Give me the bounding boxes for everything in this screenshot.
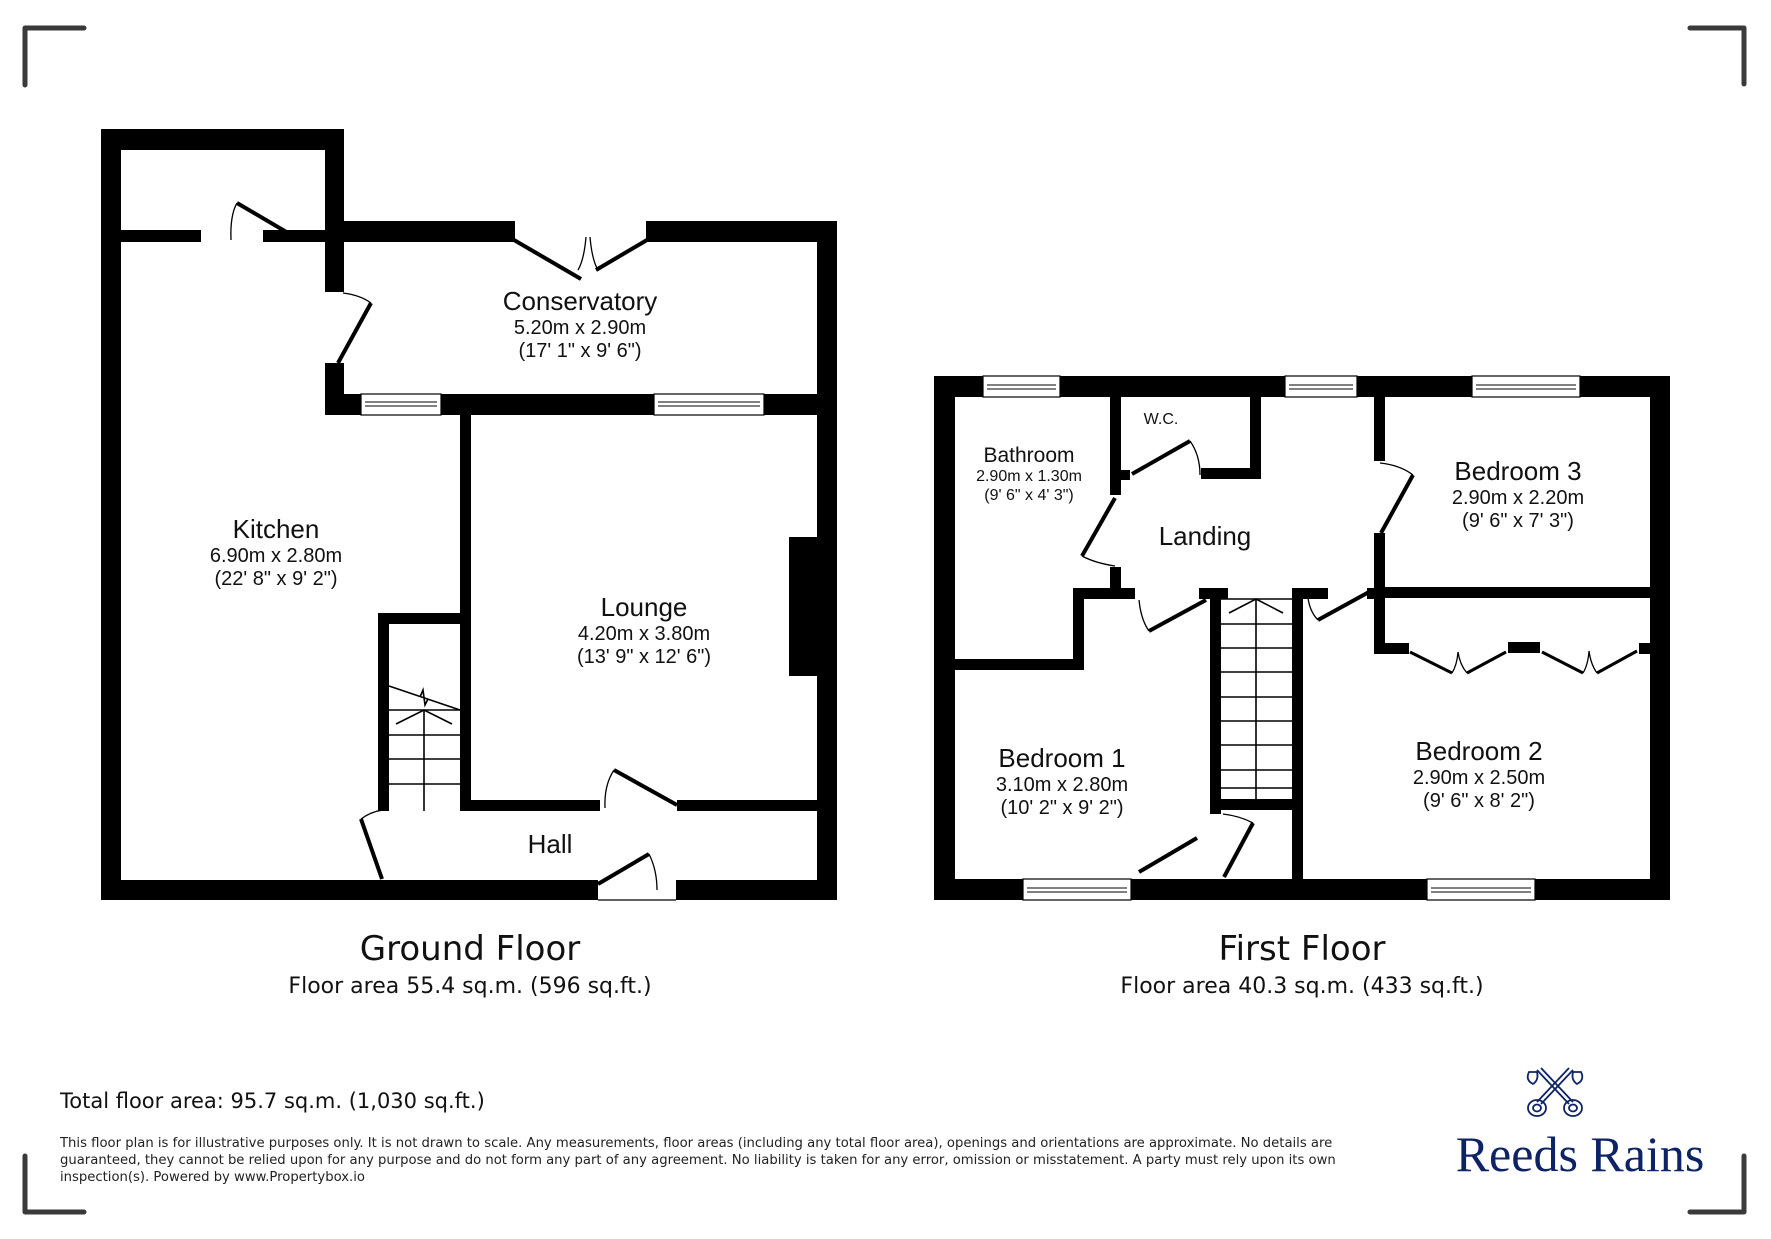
room-name: Bedroom 2 (1415, 736, 1543, 766)
room-name: Hall (527, 829, 573, 859)
room-label-bedroom-2: Bedroom 2 2.90m x 2.50m (9' 6" x 8' 2") (1412, 736, 1546, 813)
room-label-bathroom: Bathroom 2.90m x 1.30m (9' 6" x 4' 3") (976, 444, 1082, 505)
room-dimensions-imperial: (22' 8" x 9' 2") (214, 567, 338, 590)
brand-logo: Reeds Rains (1440, 1070, 1720, 1180)
ground-floor-heading: Ground Floor Floor area 55.4 sq.m. (596 … (288, 927, 651, 1003)
room-name: Kitchen (232, 514, 320, 544)
room-label-wc: W.C. (1144, 411, 1179, 429)
room-label-lounge: Lounge 4.20m x 3.80m (13' 9" x 12' 6") (576, 592, 712, 669)
room-label-conservatory: Conservatory 5.20m x 2.90m (17' 1" x 9' … (502, 286, 658, 363)
room-dimensions-imperial: (17' 1" x 9' 6") (518, 339, 642, 362)
crossed-keys-icon (1526, 1067, 1584, 1117)
room-dimensions-imperial: (9' 6" x 8' 2") (1423, 789, 1535, 812)
disclaimer-text: This floor plan is for illustrative purp… (60, 1136, 1336, 1185)
first-floor-heading: First Floor Floor area 40.3 sq.m. (433 s… (1120, 927, 1483, 1003)
brand-name: Reeds Rains (1455, 1126, 1705, 1182)
room-label-bedroom-3: Bedroom 3 2.90m x 2.20m (9' 6" x 7' 3") (1451, 456, 1585, 533)
floor-area: Floor area 55.4 sq.m. (596 sq.ft.) (288, 974, 652, 999)
room-name: Lounge (600, 592, 688, 622)
room-name: Bedroom 1 (998, 743, 1126, 773)
room-dimensions-metric: 2.90m x 2.20m (1451, 486, 1585, 509)
room-dimensions-imperial: (13' 9" x 12' 6") (576, 645, 712, 668)
room-name: Bathroom (983, 444, 1075, 467)
room-label-bedroom-1: Bedroom 1 3.10m x 2.80m (10' 2" x 9' 2") (995, 743, 1129, 820)
room-dimensions-imperial: (10' 2" x 9' 2") (1000, 796, 1124, 819)
floor-title: First Floor (1218, 929, 1386, 969)
total-floor-area: Total floor area: 95.7 sq.m. (1,030 sq.f… (60, 1089, 485, 1113)
crop-marks (22, 25, 1747, 1215)
first-floor-plan (934, 375, 1670, 901)
room-name: Conservatory (502, 286, 658, 316)
room-label-landing: Landing (1158, 521, 1252, 552)
room-name: Bedroom 3 (1454, 456, 1582, 486)
room-dimensions-metric: 4.20m x 3.80m (577, 622, 711, 645)
room-dimensions-imperial: (9' 6" x 4' 3") (984, 486, 1074, 504)
floor-title: Ground Floor (359, 929, 581, 969)
room-dimensions-metric: 3.10m x 2.80m (995, 773, 1129, 796)
room-dimensions-metric: 2.90m x 2.50m (1412, 766, 1546, 789)
room-dimensions-metric: 2.90m x 1.30m (976, 468, 1082, 486)
room-dimensions-metric: 5.20m x 2.90m (513, 316, 647, 339)
ground-floor-stairs (388, 685, 461, 811)
room-label-kitchen: Kitchen 6.90m x 2.80m (22' 8" x 9' 2") (209, 514, 343, 591)
ground-floor-plan (101, 129, 837, 901)
room-dimensions-imperial: (9' 6" x 7' 3") (1462, 509, 1574, 532)
floor-area: Floor area 40.3 sq.m. (433 sq.ft.) (1120, 974, 1484, 999)
first-floor-stairs (1221, 598, 1292, 799)
room-name: W.C. (1143, 411, 1179, 428)
room-name: Landing (1158, 521, 1252, 551)
room-dimensions-metric: 6.90m x 2.80m (209, 544, 343, 567)
room-label-hall: Hall (527, 829, 573, 860)
